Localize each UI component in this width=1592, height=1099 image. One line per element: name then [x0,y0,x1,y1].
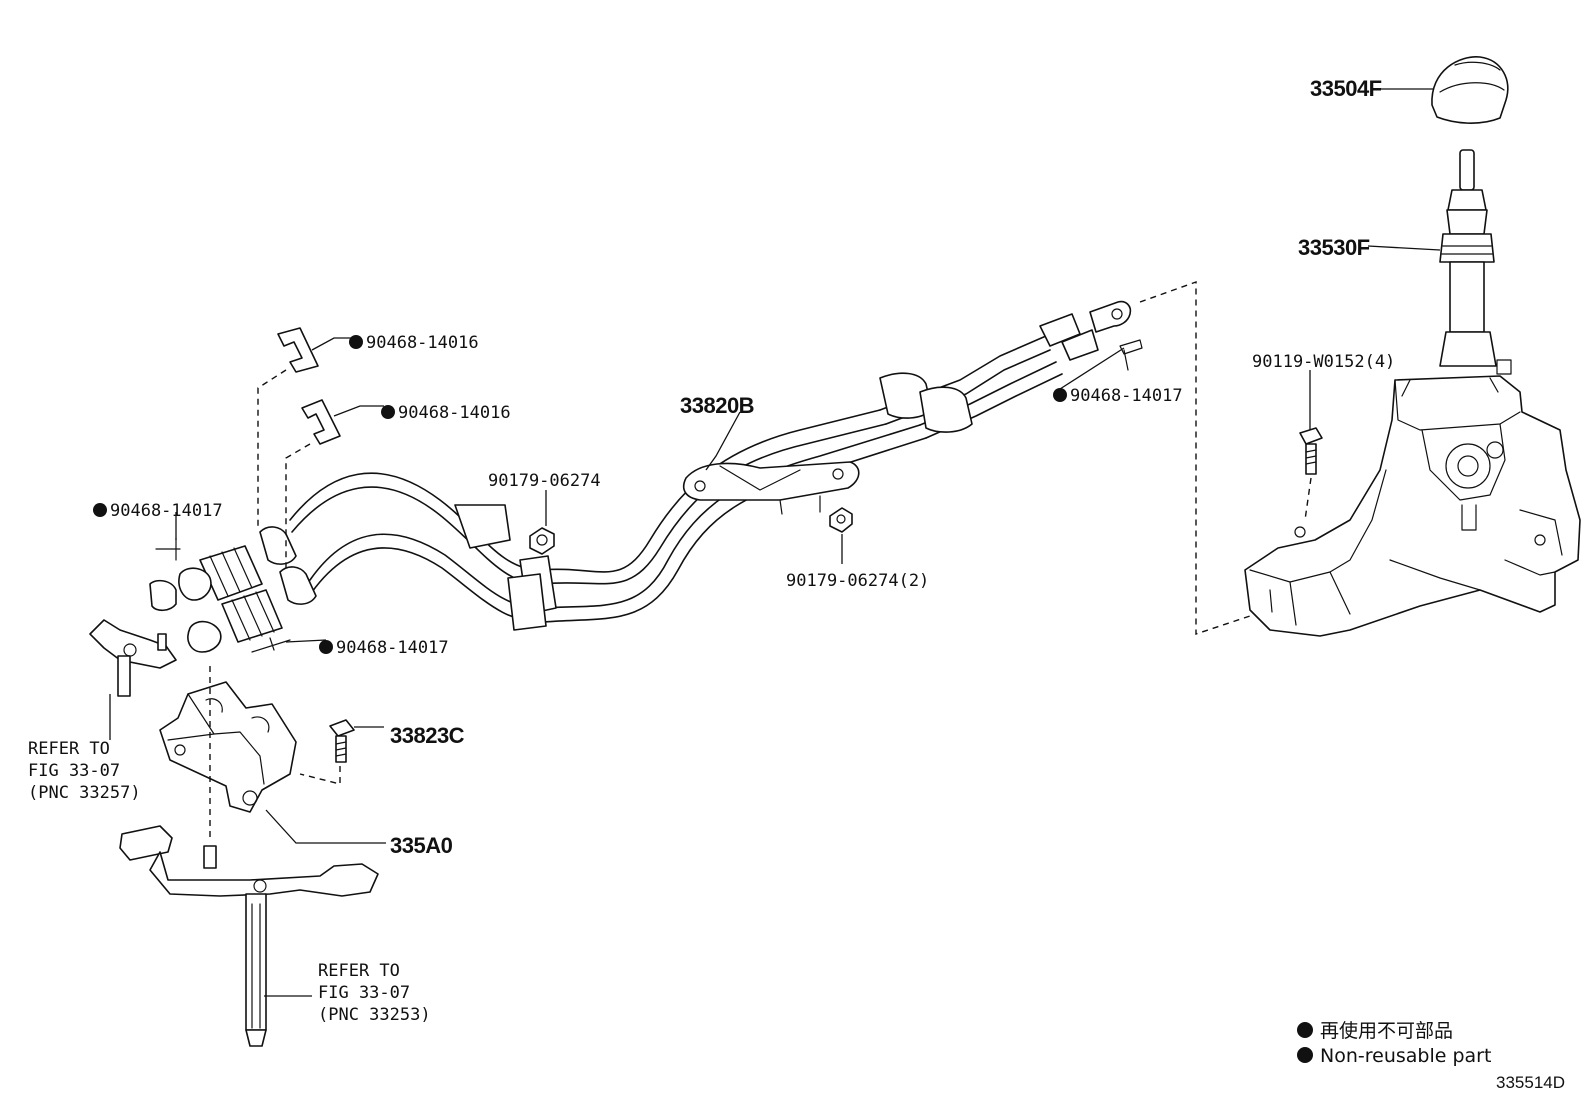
label-33504F: 33504F [1310,76,1382,101]
legend-en: Non-reusable part [1320,1045,1491,1067]
pin-lower-drawing [251,637,291,653]
leader-lines [109,88,1441,997]
shift-cables-drawing [289,335,1063,623]
label-90468-14017-a: 90468-14017 [110,501,223,521]
label-90468-14016-a: 90468-14016 [366,333,479,353]
shift-knob-drawing [1431,56,1509,124]
legend: 再使用不可部品 Non-reusable part [1297,1020,1491,1067]
non-reusable-dot [319,640,333,654]
bolt-90119-drawing [1299,427,1323,521]
label-90179-b: 90179-06274(2) [786,571,929,591]
nut-90179-a-drawing [529,527,555,555]
mounting-bracket-drawing [159,681,297,813]
label-90468-14017-b: 90468-14017 [336,638,449,658]
non-reusable-dot [93,503,107,517]
pin-left-drawing [155,537,181,561]
cable-near-ends-drawing [149,526,317,653]
nut-90179-b-drawing [829,507,853,533]
bottom-lever-drawing [119,825,379,1047]
legend-jp: 再使用不可部品 [1320,1020,1453,1042]
refer-bottom-line3: (PNC 33253) [318,1005,431,1025]
part-labels: 33504F 33530F 90119-W0152(4) 33820B 9017… [28,76,1395,1025]
label-90179-a: 90179-06274 [488,471,601,491]
legend-dot-en [1297,1047,1313,1063]
label-90119: 90119-W0152(4) [1252,352,1395,372]
cable-clamps-drawing [454,372,973,631]
left-lever-drawing [89,619,177,697]
legend-dot-jp [1297,1022,1313,1038]
clip-14016-b-drawing [285,399,341,572]
non-reusable-dot [381,405,395,419]
figure-code: 335514D [1496,1073,1565,1092]
refer-left-line2: FIG 33-07 [28,761,120,781]
refer-bottom-line1: REFER TO [318,961,400,981]
bolt-33823C-drawing [299,719,355,785]
label-33820B: 33820B [680,393,754,418]
refer-bottom-line2: FIG 33-07 [318,983,410,1003]
label-335A0: 335A0 [390,833,453,858]
label-33530F: 33530F [1298,235,1370,260]
refer-left-line3: (PNC 33257) [28,783,141,803]
label-33823C: 33823C [390,723,465,748]
refer-left-line1: REFER TO [28,739,110,759]
non-reusable-dot [1053,388,1067,402]
label-90468-14016-b: 90468-14016 [398,403,511,423]
cable-bracket-drawing [682,461,860,515]
shift-lever-drawing [1439,149,1497,367]
label-90468-14017-c: 90468-14017 [1070,386,1183,406]
cable-far-end-drawing [1039,300,1143,371]
non-reusable-dot [349,335,363,349]
clip-14016-a-drawing [257,327,319,530]
shift-base-drawing [1244,359,1581,637]
